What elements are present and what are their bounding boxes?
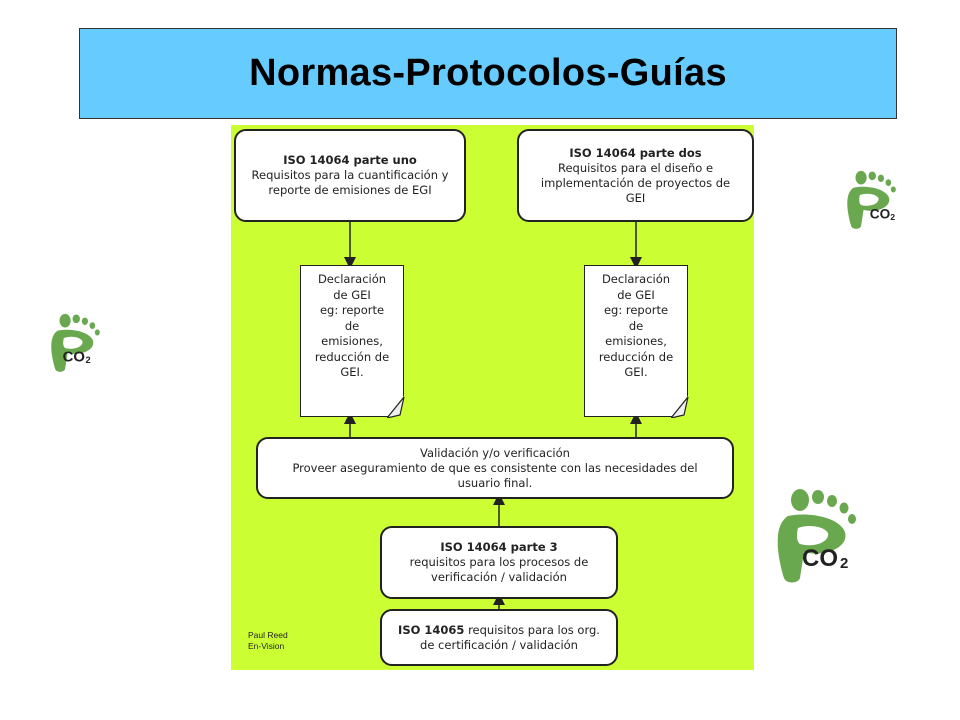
iso14064-part2-box: ISO 14064 parte dos Requisitos para el d… xyxy=(517,129,754,222)
iso14065-line1: ISO 14065 requisitos para los org. xyxy=(398,623,600,638)
decl-line: de xyxy=(344,318,360,333)
co2-footprint-logo: CO 2 xyxy=(847,170,896,229)
decl-line: reducción de xyxy=(598,349,674,364)
page-fold-icon xyxy=(387,396,405,418)
iso14065-rest: requisitos para los org. xyxy=(468,622,600,637)
svg-text:CO: CO xyxy=(870,207,891,222)
decl-line: eg: reporte xyxy=(319,303,385,317)
iso14065-line2: de certificación / validación xyxy=(420,637,578,652)
credit-org: En-Vision xyxy=(248,641,285,651)
decl-line: emisiones, xyxy=(605,334,667,348)
author-credit: Paul Reed En-Vision xyxy=(248,630,288,652)
iso3-line: verificación / validación xyxy=(431,570,567,584)
decl-line: eg: reporte xyxy=(603,303,669,317)
iso2-line: GEI xyxy=(625,190,646,205)
decl-line: reducción de xyxy=(314,349,390,364)
iso1-line: Requisitos para la cuantificación y xyxy=(251,168,449,182)
valid-line: usuario final. xyxy=(457,475,533,490)
iso14065-box: ISO 14065 requisitos para los org. de ce… xyxy=(380,609,618,666)
valid-line: Proveer aseguramiento de que es consiste… xyxy=(292,460,698,475)
iso3-line: requisitos para los procesos de xyxy=(409,555,589,569)
iso2-line: Requisitos para el diseño e xyxy=(557,160,714,175)
svg-text:CO: CO xyxy=(63,350,85,366)
decl-line: de xyxy=(628,318,644,333)
svg-text:2: 2 xyxy=(890,212,895,222)
co2-footprint-logo: CO 2 xyxy=(51,313,100,372)
co2-footprint-logo: CO 2 xyxy=(777,489,856,583)
decl-line: Declaración xyxy=(601,272,671,286)
ghg-declaration-doc-right: Declaración de GEI eg: reporte de emisio… xyxy=(584,265,688,417)
arrow-layer xyxy=(344,222,642,609)
validation-verification-box: Validación y/o verificación Proveer aseg… xyxy=(256,437,734,499)
page-title: Normas-Protocolos-Guías xyxy=(249,52,727,94)
valid-title: Validación y/o verificación xyxy=(420,445,570,460)
iso14064-part3-box: ISO 14064 parte 3 requisitos para los pr… xyxy=(380,526,618,599)
iso1-title: ISO 14064 parte uno xyxy=(283,153,417,167)
decl-line: GEI. xyxy=(340,365,364,379)
credit-name: Paul Reed xyxy=(248,630,288,640)
decl-line: de GEI xyxy=(617,287,655,302)
decl-line: Declaración xyxy=(317,272,387,286)
iso2-line: implementación de proyectos de xyxy=(540,175,731,190)
svg-text:2: 2 xyxy=(86,355,91,365)
decl-line: emisiones, xyxy=(321,334,383,348)
ghg-declaration-doc-left: Declaración de GEI eg: reporte de emisio… xyxy=(300,265,404,417)
iso3-title: ISO 14064 parte 3 xyxy=(440,540,558,554)
iso14064-part1-box: ISO 14064 parte uno Requisitos para la c… xyxy=(234,129,466,222)
iso14065-title: ISO 14065 xyxy=(398,622,465,637)
flow-diagram: ISO 14064 parte uno Requisitos para la c… xyxy=(231,125,754,670)
decl-line: de GEI xyxy=(333,287,371,302)
title-banner: Normas-Protocolos-Guías xyxy=(79,28,897,119)
iso2-title: ISO 14064 parte dos xyxy=(569,145,702,160)
svg-text:CO: CO xyxy=(802,545,838,572)
iso1-line: reporte de emisiones de EGI xyxy=(268,183,432,197)
svg-text:2: 2 xyxy=(840,555,848,572)
page-fold-icon xyxy=(671,396,689,418)
decl-line: GEI. xyxy=(624,365,648,379)
